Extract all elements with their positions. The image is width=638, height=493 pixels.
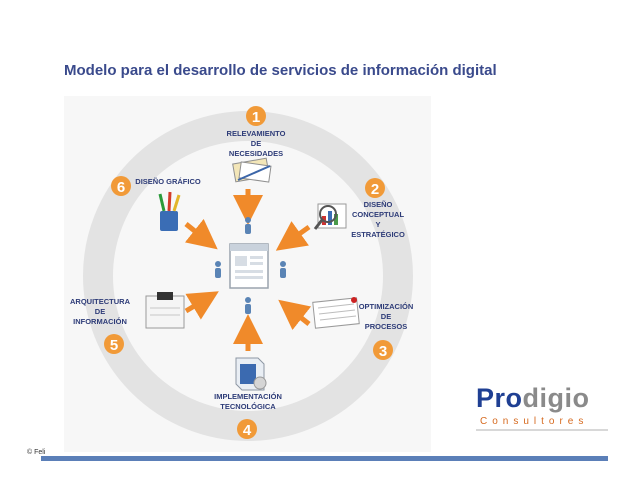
step-label-line: INFORMACIÓN [73, 317, 127, 326]
step-label-line: ESTRATÉGICO [351, 230, 405, 239]
step-5: 5 ARQUITECTURA DE INFORMACIÓN [70, 292, 185, 354]
step-label-line: RELEVAMIENTO [227, 129, 286, 138]
slide-title: Modelo para el desarrollo de servicios d… [64, 62, 497, 79]
step-number-badge [365, 178, 385, 198]
arrow-from-step-2 [275, 221, 311, 251]
step-number: 4 [243, 422, 252, 439]
clipboard-icon [145, 292, 185, 329]
step-label-line: DISEÑO GRÁFICO [135, 177, 201, 186]
step-6: 6 DISEÑO GRÁFICO [111, 176, 201, 231]
step-label-line: DE [95, 307, 105, 316]
step-number-badge [373, 340, 393, 360]
footer-bar [41, 456, 608, 461]
step-number: 2 [371, 181, 379, 198]
step-label-line: OPTIMIZACIÓN [359, 302, 414, 311]
browser-window-icon [229, 243, 269, 289]
process-cycle-diagram: 1 RELEVAMIENTO DE NECESIDADES 2 DISEÑO C… [64, 96, 431, 452]
person-icon [215, 261, 221, 278]
person-icon [245, 217, 251, 234]
step-label-line: TECNOLÓGICA [220, 402, 276, 411]
logo-subtitle: Consultores [480, 416, 589, 427]
step-label-line: DE [251, 139, 261, 148]
software-box-icon [235, 357, 267, 391]
step-label-line: NECESIDADES [229, 149, 283, 158]
prodigio-logo: Prodigio Consultores [476, 383, 608, 431]
step-1: 1 RELEVAMIENTO DE NECESIDADES [227, 106, 286, 183]
step-number: 1 [252, 109, 260, 126]
step-number-badge [246, 106, 266, 126]
logo-text-part-1: Pro [476, 383, 523, 413]
step-label-line: DISEÑO [364, 200, 393, 209]
step-number: 6 [117, 179, 125, 196]
step-number: 5 [110, 337, 118, 354]
documents-stack-icon [232, 157, 272, 183]
step-label-line: CONCEPTUAL [352, 210, 405, 219]
step-label-line: Y [375, 220, 380, 229]
step-number-badge [237, 419, 257, 439]
step-number-badge [111, 176, 131, 196]
step-label-line: DE [381, 312, 391, 321]
pencil-cup-icon [158, 191, 181, 231]
process-document-icon [312, 297, 360, 329]
step-3: 3 OPTIMIZACIÓN DE PROCESOS [312, 297, 414, 360]
step-number-badge [104, 334, 124, 354]
magnifier-chart-icon [313, 203, 347, 230]
step-4: 4 IMPLEMENTACIÓN TECNOLÓGICA [214, 357, 282, 439]
copyright-text: © Feli [27, 449, 46, 456]
person-icon [280, 261, 286, 278]
arrow-from-step-5 [184, 291, 219, 320]
arrow-from-step-3 [278, 299, 312, 331]
arrow-from-step-6 [184, 218, 218, 250]
spoke-arrows [184, 189, 312, 351]
person-icon [245, 297, 251, 314]
step-label-line: ARQUITECTURA [70, 297, 131, 306]
step-label-line: IMPLEMENTACIÓN [214, 392, 282, 401]
step-2: 2 DISEÑO CONCEPTUAL Y ESTRATÉGICO [313, 178, 405, 239]
step-number: 3 [379, 343, 387, 360]
logo-text-part-2: digio [522, 383, 590, 413]
logo-underline [476, 429, 608, 431]
step-label-line: PROCESOS [365, 322, 408, 331]
